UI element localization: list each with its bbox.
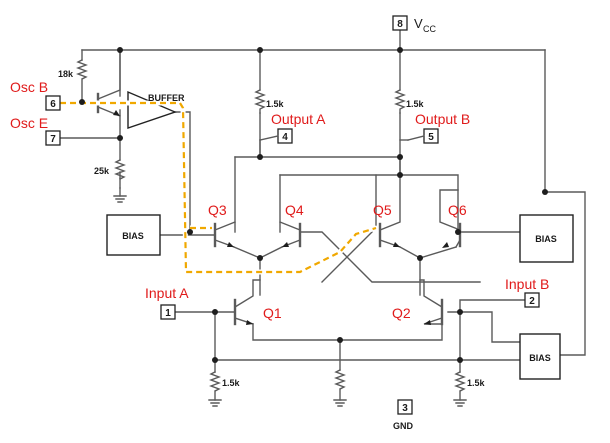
pin-8: 8 [397, 19, 403, 30]
input-a-label: Input A [145, 285, 189, 301]
resistor-emitter-b-label: 1.5k [467, 378, 486, 388]
transistor-osc [96, 49, 121, 117]
junction-dots [79, 47, 548, 363]
resistor-output-a-label: 1.5k [266, 99, 285, 109]
resistor-25k-label: 25k [94, 166, 110, 176]
q6-label: Q6 [448, 202, 467, 218]
bias-right-bottom-label: BIAS [529, 353, 551, 363]
output-a-label: Output A [271, 111, 326, 127]
resistor-emitter-a [209, 371, 221, 392]
resistor-output-a [254, 89, 266, 114]
bias-block-right-bottom: BIAS [519, 333, 561, 380]
resistor-18k-label: 18k [58, 69, 74, 79]
input-b-label: Input B [505, 276, 549, 292]
pin-2: 2 [529, 296, 535, 307]
osc-e-label: Osc E [10, 115, 48, 131]
transistor-q4 [279, 221, 302, 248]
labels: Osc B Osc E Output A Output B Input A In… [10, 16, 549, 431]
bias-left-label: BIAS [122, 231, 144, 241]
pin-5: 5 [428, 132, 434, 143]
pin-6: 6 [50, 99, 56, 110]
q2-label: Q2 [392, 305, 411, 321]
buffer-label: BUFFER [148, 93, 185, 103]
pin-3: 3 [402, 403, 408, 414]
output-b-label: Output B [415, 111, 470, 127]
transistor-q5 [378, 174, 401, 248]
vcc-label-main: V [414, 16, 423, 31]
q3-label: Q3 [208, 202, 227, 218]
bias-block-right-top: BIAS [519, 214, 574, 263]
resistor-emitter-a-label: 1.5k [222, 378, 241, 388]
transistor-q2 [419, 279, 444, 326]
pin-1: 1 [165, 308, 171, 319]
vcc-label-sub: CC [423, 24, 436, 34]
resistor-18k [76, 59, 88, 80]
pin-7: 7 [50, 134, 56, 145]
transistor-q1 [233, 279, 261, 326]
resistors [76, 59, 466, 392]
bias-block-left: BIAS [106, 214, 161, 256]
q4-label: Q4 [285, 202, 304, 218]
resistor-gnd-mid [334, 369, 346, 390]
resistor-emitter-b [454, 371, 466, 392]
pins: 8 6 7 4 5 1 2 3 [45, 15, 540, 415]
resistor-output-b-label: 1.5k [406, 99, 425, 109]
q1-label: Q1 [263, 305, 282, 321]
transistor-q3 [213, 221, 236, 248]
resistor-output-b [394, 89, 406, 114]
resistor-25k [114, 159, 126, 180]
transistor-q6 [439, 189, 462, 248]
bias-right-top-label: BIAS [535, 234, 557, 244]
gnd-label: GND [393, 421, 414, 431]
osc-b-label: Osc B [10, 79, 48, 95]
highlighted-signal-path [60, 100, 377, 275]
q5-label: Q5 [373, 202, 392, 218]
pin-4: 4 [282, 132, 288, 143]
